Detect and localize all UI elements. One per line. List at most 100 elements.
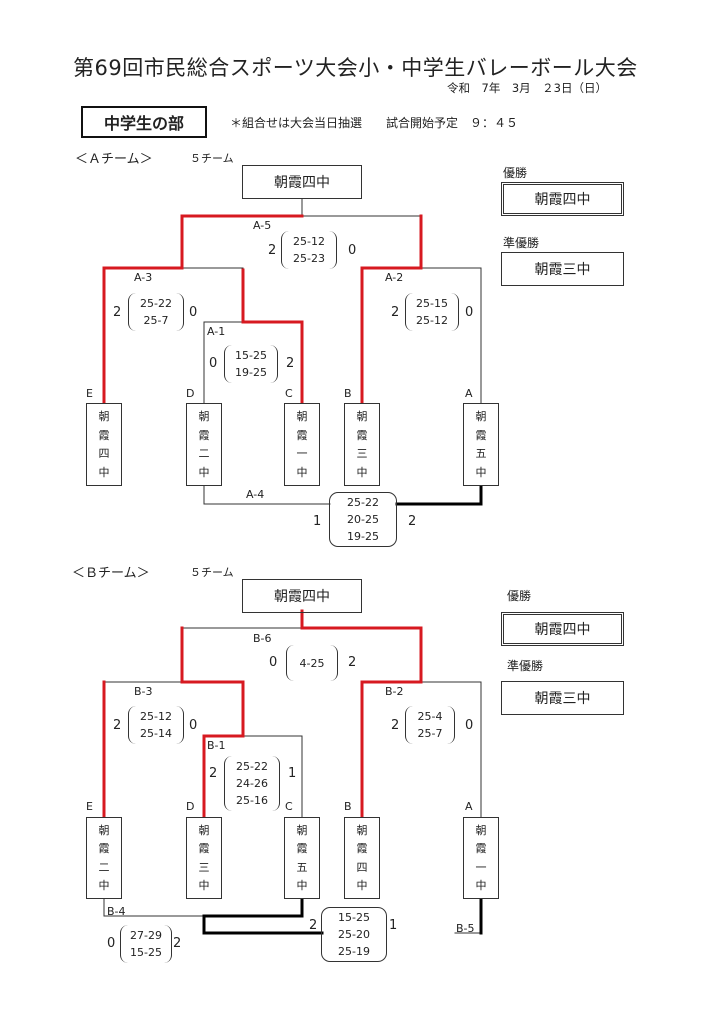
match-b3-left-sets: 2: [113, 718, 122, 733]
match-b2-score: 25-4 25-7: [405, 706, 455, 744]
set-score: 25-4: [417, 710, 443, 723]
bracket-a-slot-e: E: [86, 387, 93, 400]
match-b2-left-sets: 2: [391, 718, 400, 733]
team-char: 朝: [296, 824, 308, 838]
bracket-b-team-e: 朝 霞 二 中: [86, 817, 122, 899]
bracket-a-team-d: 朝 霞 二 中: [186, 403, 222, 486]
match-b4-right-sets: 2: [173, 936, 182, 951]
match-a3-label: A-3: [134, 271, 153, 284]
set-score: 25-7: [417, 727, 443, 740]
team-char: 朝: [475, 410, 487, 424]
match-a1-left-sets: 0: [209, 356, 218, 371]
match-b5-label: B-5: [456, 922, 475, 935]
a-winner-path-a: [395, 484, 483, 506]
match-a1-label: A-1: [207, 325, 226, 338]
team-char: 朝: [98, 410, 110, 424]
match-b6-score: 4-25: [286, 645, 338, 681]
set-score: 4-25: [299, 656, 325, 670]
match-b4-label: B-4: [107, 905, 126, 918]
team-char: 霞: [356, 428, 368, 442]
bracket-b-champion: 朝霞四中: [501, 612, 624, 646]
team-char: 霞: [475, 842, 487, 856]
bracket-b-lines: [102, 609, 483, 935]
team-char: 中: [475, 878, 487, 892]
match-b3-label: B-3: [134, 685, 153, 698]
team-char: 三: [356, 447, 368, 461]
team-char: 朝: [98, 824, 110, 838]
team-char: 二: [198, 447, 210, 461]
match-b4-left-sets: 0: [107, 936, 116, 951]
bracket-b-slot-b: B: [344, 800, 352, 813]
bracket-b-slot-d: D: [186, 800, 195, 813]
match-b3-right-sets: 0: [189, 718, 198, 733]
team-char: 中: [356, 878, 368, 892]
team-char: 朝: [475, 824, 487, 838]
bracket-a-team-count: ５チーム: [190, 152, 234, 165]
a-winner-path-b: [360, 214, 423, 405]
bracket-a-team-b: 朝 霞 三 中: [344, 403, 380, 486]
match-b6-left-sets: 0: [269, 655, 278, 670]
set-score: 25-20: [338, 928, 370, 941]
match-b5-right-sets: 1: [389, 918, 398, 933]
bracket-a-team-a: 朝 霞 五 中: [463, 403, 499, 486]
team-char: 霞: [98, 842, 110, 856]
bracket-a-champion: 朝霞四中: [501, 182, 624, 216]
bracket-a-top-winner: 朝霞四中: [242, 165, 362, 199]
team-char: 中: [356, 465, 368, 479]
match-b1-score: 25-22 24-26 25-16: [224, 756, 280, 811]
team-char: 朝: [198, 824, 210, 838]
match-a2-left-sets: 2: [391, 305, 400, 320]
team-char: 一: [475, 860, 487, 874]
match-b6-label: B-6: [253, 632, 272, 645]
match-a2-score: 25-15 25-12: [405, 293, 459, 331]
bracket-b-team-count: ５チーム: [190, 566, 234, 579]
match-a4-label: A-4: [246, 488, 265, 501]
match-b1-label: B-1: [207, 739, 226, 752]
team-char: 霞: [198, 842, 210, 856]
set-score: 25-22: [140, 297, 172, 310]
set-score: 27-29: [130, 929, 162, 942]
team-char: 中: [198, 878, 210, 892]
set-score: 25-16: [236, 794, 268, 807]
match-b1-left-sets: 2: [209, 766, 218, 781]
set-score: 19-25: [347, 530, 379, 543]
division-label: 中学生の部: [81, 106, 207, 138]
bracket-b-slot-c: C: [285, 800, 293, 813]
bracket-b-team-b: 朝 霞 四 中: [344, 817, 380, 899]
team-char: 中: [98, 878, 110, 892]
bracket-a-slot-c: C: [285, 387, 293, 400]
match-a1-score: 15-25 19-25: [224, 345, 278, 383]
set-score: 25-22: [236, 760, 268, 773]
bracket-b-slot-a: A: [465, 800, 473, 813]
set-score: 15-25: [130, 946, 162, 959]
set-score: 25-12: [140, 710, 172, 723]
match-a4-right-sets: 2: [408, 514, 417, 529]
team-char: 四: [356, 860, 368, 874]
event-date: 令和 7年 3月 ２3日（日）: [447, 81, 607, 95]
match-b2-right-sets: 0: [465, 718, 474, 733]
team-char: 霞: [296, 428, 308, 442]
match-b4-score: 27-29 15-25: [120, 925, 172, 963]
a-winner-path-final: [180, 214, 304, 270]
set-score: 24-26: [236, 777, 268, 790]
bracket-a-runner-up-label: 準優勝: [503, 236, 540, 250]
team-char: 三: [198, 860, 210, 874]
match-a5-left-sets: 2: [268, 243, 277, 258]
team-char: 霞: [475, 428, 487, 442]
team-char: 五: [475, 447, 487, 461]
bracket-a-slot-d: D: [186, 387, 195, 400]
team-char: 中: [296, 878, 308, 892]
set-score: 25-15: [416, 297, 448, 310]
team-char: 朝: [296, 410, 308, 424]
bracket-b-slot-e: E: [86, 800, 93, 813]
match-a3-left-sets: 2: [113, 305, 122, 320]
match-b1-right-sets: 1: [288, 766, 297, 781]
set-score: 15-25: [338, 911, 370, 924]
team-char: 霞: [98, 428, 110, 442]
team-char: 四: [98, 447, 110, 461]
set-score: 20-25: [347, 513, 379, 526]
bracket-a-slot-b: B: [344, 387, 352, 400]
team-char: 二: [98, 860, 110, 874]
match-b5-score: 15-25 25-20 25-19: [321, 907, 387, 962]
